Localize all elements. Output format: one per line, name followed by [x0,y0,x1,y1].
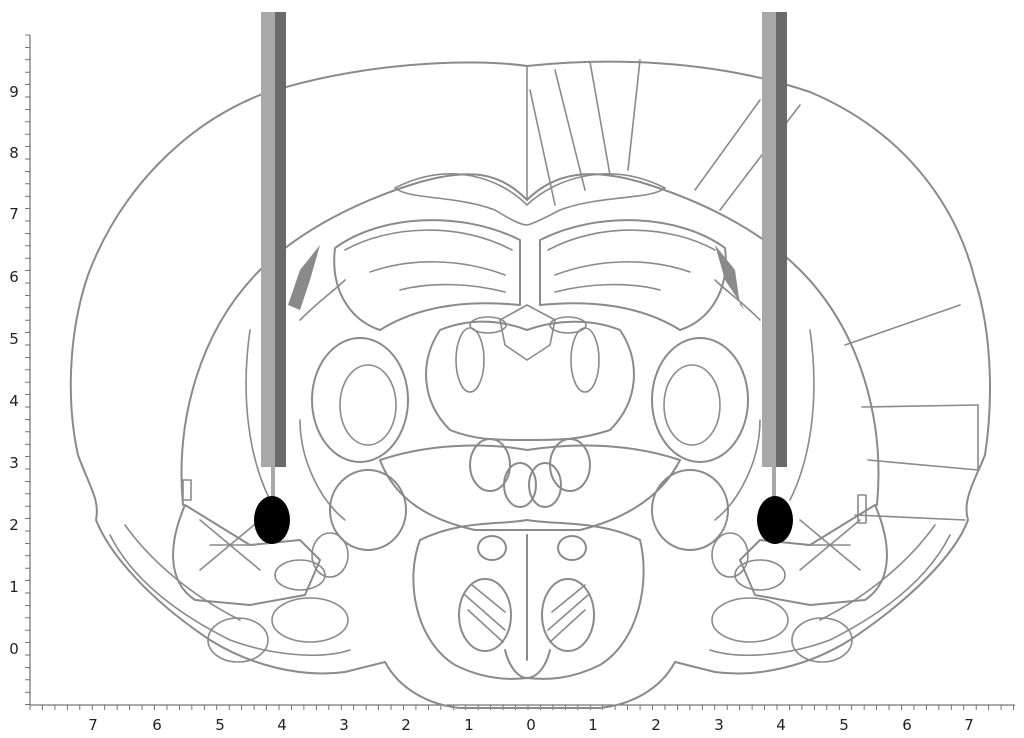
right-lateral-ellipse-b [712,598,788,642]
right-lateral-ellipse-d [712,533,748,577]
y-tick-label: 8 [9,144,19,162]
x-tick-label: 1 [588,716,598,734]
y-axis-labels: 9 8 7 6 5 4 3 2 1 0 [9,83,19,658]
y-tick-label: 3 [9,454,19,472]
y-tick-label: 5 [9,330,19,348]
x-tick-label: 3 [714,716,724,734]
hippocampus-left [334,220,520,330]
y-tick-label: 2 [9,516,19,534]
hippocampus-right [540,220,726,330]
left-lateral-ellipse-b [272,598,348,642]
axes [25,35,1015,710]
left-lateral-ellipse-c [275,560,325,590]
y-tick-label: 7 [9,205,19,223]
brainstem-nucleus-left [478,536,506,560]
right-lateral-cross [800,520,860,570]
right-lateral-ellipse-c [735,560,785,590]
x-tick-label: 2 [401,716,411,734]
x-tick-label: 7 [88,716,98,734]
pons-nucleus-mid-left [504,463,536,507]
left-lateral-ellipse-d [312,533,348,577]
left-lateral-cross [200,520,260,570]
brainstem-ellipse-right [542,579,594,651]
brainstem-ellipse-left [459,579,511,651]
hippocampus-inner-left [345,230,512,292]
nucleus-left-a [456,328,484,392]
right-probe-shaft-dark [776,12,787,467]
y-axis-ticks [25,35,30,705]
hippocampus-inner-right [548,230,715,292]
x-tick-label: 4 [776,716,786,734]
left-probe-shaft-dark [275,12,286,467]
x-tick-label: 5 [215,716,225,734]
thalamus-right-inner [664,365,720,445]
outer-brain-contour [71,62,990,708]
x-tick-label: 6 [152,716,162,734]
left-lateral-notch [183,480,191,500]
brainstem-stripes-right [548,585,588,642]
brain-section [71,60,990,708]
cortical-radial-lines [530,60,978,520]
nucleus-right-a [571,328,599,392]
left-probe [261,12,286,497]
fibre-tract-left [288,245,320,310]
central-gray [500,305,555,360]
right-target-marker [757,496,793,544]
y-tick-label: 4 [9,392,19,410]
left-target-marker [254,496,290,544]
x-tick-label: 6 [902,716,912,734]
corpus-callosum [395,174,665,225]
x-axis-labels: 7 6 5 4 3 2 1 0 1 2 3 4 5 6 7 [88,716,974,734]
x-tick-label: 1 [464,716,474,734]
midbrain-central [426,322,634,440]
x-tick-label: 7 [964,716,974,734]
brainstem-nucleus-right [558,536,586,560]
right-probe-shaft-light [762,12,776,467]
brainstem-lower [413,520,643,679]
x-tick-label: 2 [651,716,661,734]
pons-nucleus-right [550,439,590,491]
probes [261,12,787,497]
lateral-nucleus-right [652,470,728,550]
right-probe [762,12,787,497]
fibre-tract-right [715,245,745,310]
y-tick-label: 6 [9,268,19,286]
thalamus-left-inner [340,365,396,445]
y-tick-label: 9 [9,83,19,101]
right-lateral-notch [858,495,866,523]
x-tick-label: 0 [526,716,536,734]
y-tick-label: 0 [9,640,19,658]
left-probe-tip [271,467,275,497]
x-tick-label: 5 [839,716,849,734]
y-tick-label: 1 [9,578,19,596]
x-tick-label: 3 [339,716,349,734]
brainstem-stripes-left [465,585,505,642]
x-tick-label: 4 [277,716,287,734]
right-probe-tip [772,467,776,497]
left-probe-shaft-light [261,12,275,467]
